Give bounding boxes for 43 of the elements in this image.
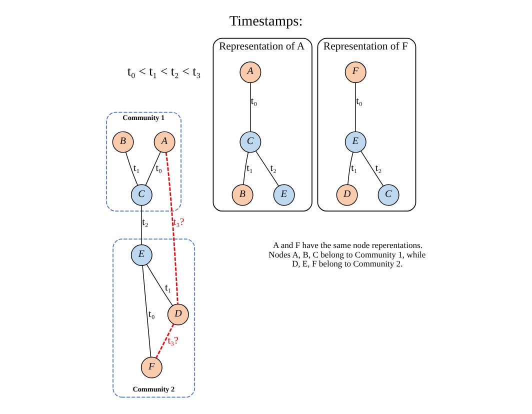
- node-circle: E: [130, 244, 152, 266]
- node-circle: A: [154, 131, 176, 153]
- edge-label: t₁: [134, 163, 140, 174]
- connector: [146, 264, 173, 306]
- node-circle: E: [273, 184, 295, 206]
- edge-label: t₀: [250, 96, 258, 107]
- node-circle: B: [112, 131, 134, 153]
- connector: [142, 265, 152, 358]
- edge-label: t₀: [148, 309, 155, 320]
- connector: [145, 151, 161, 186]
- connector: [348, 152, 354, 185]
- connector: [141, 205, 142, 246]
- diagram-title: Timestamps:: [229, 13, 303, 30]
- connector: [243, 152, 249, 185]
- edge-label: t₃?: [174, 216, 184, 228]
- edge-label: t₂: [375, 163, 382, 174]
- node-circle: E: [344, 131, 366, 153]
- node-circle: C: [240, 131, 262, 153]
- edge-label: t₃?: [168, 336, 178, 347]
- edge-label: t₁: [351, 163, 358, 174]
- connector: [355, 82, 356, 132]
- connector: [255, 150, 279, 186]
- node-circle: F: [344, 62, 366, 84]
- node-circle: D: [336, 184, 358, 206]
- edge-label: t₂: [270, 163, 276, 174]
- node-circle: F: [140, 356, 162, 378]
- connector: [156, 324, 174, 358]
- connector: [125, 152, 138, 186]
- node-circle: B: [232, 184, 254, 206]
- connector: [165, 152, 178, 304]
- edge-label: t₁: [165, 282, 172, 294]
- node-circle: D: [167, 304, 189, 326]
- edge-label: t₀: [356, 96, 362, 107]
- edge-label: t₀: [156, 163, 162, 174]
- connector: [360, 150, 384, 186]
- edge-label: t₁: [246, 163, 253, 174]
- edge-label: t₂: [142, 216, 148, 228]
- label: t₀ < t₁ < t₂ < t₃: [127, 64, 201, 78]
- node-circle: C: [130, 184, 152, 206]
- connector: [250, 82, 251, 132]
- node-circle: C: [378, 184, 400, 206]
- node-circle: A: [240, 62, 262, 84]
- label: A and F have the same node reperentations. Nodes A, B, C belong to Community 1, while D, E, F belong to Community 2.: [268, 240, 426, 269]
